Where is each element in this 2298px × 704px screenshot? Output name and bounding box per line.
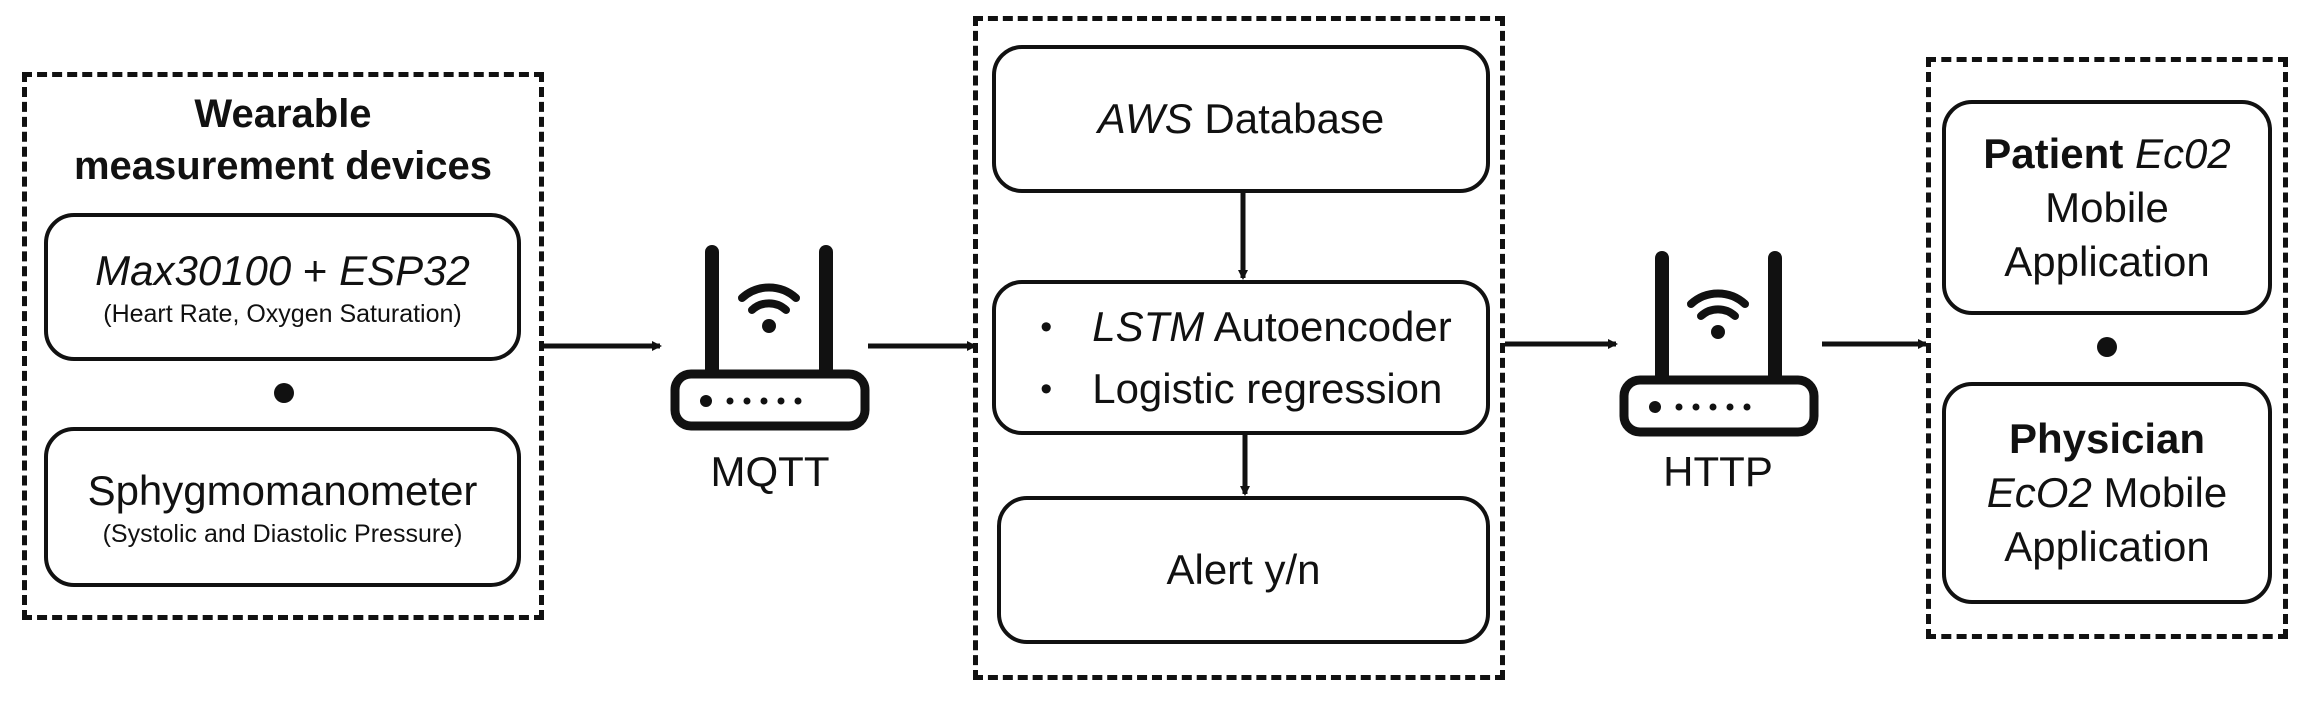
- separator-dot-left: [274, 383, 294, 403]
- cloud-processing-group: [973, 16, 1505, 680]
- lstm-autoencoder-item: LSTM Autoencoder: [1030, 296, 1452, 358]
- aws-database-box: AWS Database: [992, 45, 1490, 193]
- http-label: HTTP: [1663, 448, 1773, 495]
- logistic-regression-item: Logistic regression: [1030, 358, 1452, 420]
- models-box: LSTM Autoencoder Logistic regression: [992, 280, 1490, 435]
- bp-detail: (Systolic and Diastolic Pressure): [102, 520, 463, 548]
- sphygmomanometer-label: Sphygmomanometer: [87, 467, 478, 514]
- alert-box: Alert y/n: [997, 496, 1490, 644]
- wifi-router-icon-left: [670, 245, 870, 431]
- sphygmomanometer-box: Sphygmomanometer (Systolic and Diastolic…: [44, 427, 521, 587]
- mobile-apps-group: [1926, 57, 2288, 639]
- wifi-router-icon-right: [1619, 251, 1819, 437]
- wearable-devices-group: [22, 72, 544, 620]
- max30100-label: Max30100: [95, 247, 292, 294]
- patient-app-name: Ec02: [2134, 129, 2231, 177]
- physician-app-box: Physician EcO2 Mobile Application: [1942, 382, 2272, 604]
- alert-label: Alert y/n: [1166, 546, 1321, 593]
- sensor-detail: (Heart Rate, Oxygen Saturation): [103, 300, 462, 328]
- physician-app-name: EcO2: [1986, 469, 2092, 516]
- physician-label: Physician: [2008, 415, 2206, 462]
- max30100-esp32-box: Max30100 + ESP32 (Heart Rate, Oxygen Sat…: [44, 213, 521, 361]
- aws-label: AWS: [1097, 95, 1193, 142]
- patient-label: Patient: [1983, 129, 2124, 177]
- patient-app-box: Patient Ec02 Mobile Application: [1942, 100, 2272, 315]
- esp32-label: ESP32: [339, 247, 470, 294]
- mqtt-label: MQTT: [710, 448, 830, 495]
- wearable-devices-title: Wearable measurement devices: [73, 92, 492, 188]
- separator-dot-right: [2097, 337, 2117, 357]
